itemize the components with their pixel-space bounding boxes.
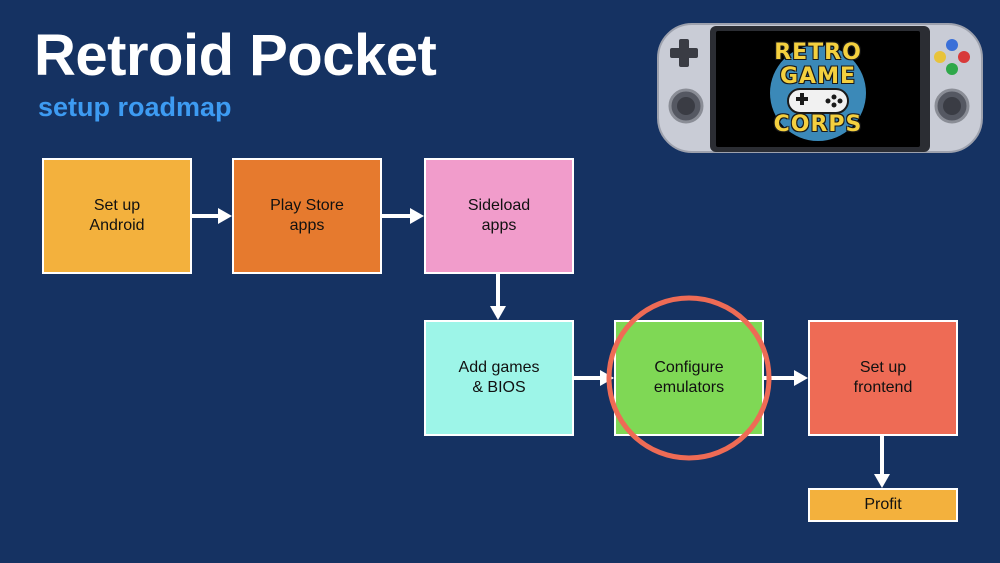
logo-line-corps: CORPS bbox=[773, 112, 863, 137]
arrow-configure-to-frontend bbox=[764, 370, 808, 386]
node-profit: Profit bbox=[808, 488, 958, 522]
node-configure-emulators: Configure emulators bbox=[614, 320, 764, 436]
page-title: Retroid Pocket bbox=[34, 23, 437, 88]
arrow-setup-android-to-play-store bbox=[192, 208, 232, 224]
logo-line-retro: RETRO bbox=[774, 40, 862, 65]
logo-line-game: GAME bbox=[779, 64, 856, 89]
node-sideload-apps: Sideload apps bbox=[424, 158, 574, 274]
node-setup-android: Set up Android bbox=[42, 158, 192, 274]
arrow-play-store-to-sideload bbox=[382, 208, 424, 224]
face-button-a-icon bbox=[958, 51, 970, 63]
arrow-frontend-to-profit bbox=[874, 436, 890, 488]
face-button-x-icon bbox=[946, 39, 958, 51]
face-button-y-icon bbox=[934, 51, 946, 63]
arrow-add-games-to-configure bbox=[574, 370, 614, 386]
device-screen: RETRO GAME CORPS bbox=[716, 31, 920, 147]
retro-game-corps-logo bbox=[770, 45, 866, 141]
arrow-sideload-to-add-games bbox=[490, 274, 506, 320]
dpad-icon bbox=[670, 39, 698, 67]
face-button-b-icon bbox=[946, 63, 958, 75]
node-setup-frontend: Set up frontend bbox=[808, 320, 958, 436]
page-subtitle: setup roadmap bbox=[38, 92, 232, 122]
node-add-games-bios: Add games & BIOS bbox=[424, 320, 574, 436]
node-play-store-apps: Play Store apps bbox=[232, 158, 382, 274]
